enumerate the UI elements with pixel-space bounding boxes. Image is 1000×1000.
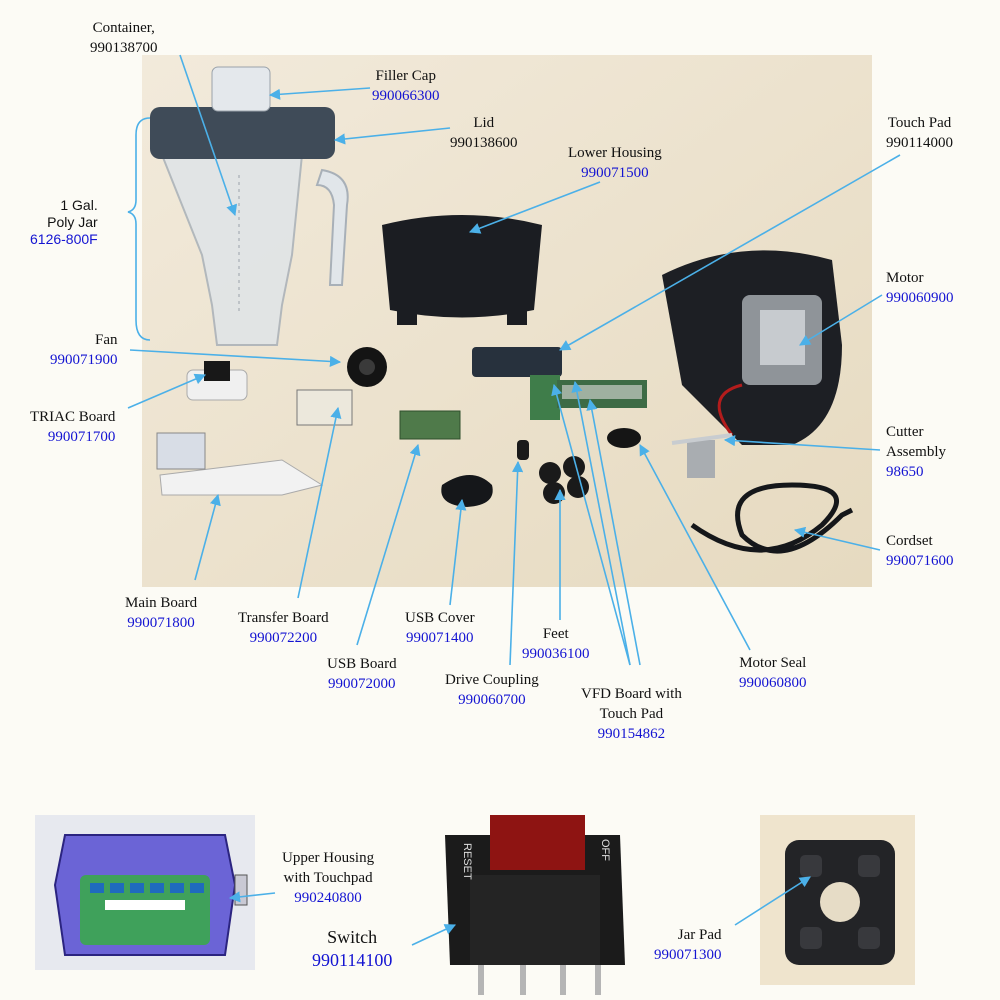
poly-jar-line2: Poly Jar <box>47 214 98 230</box>
fan-name: Fan <box>95 332 118 348</box>
transfer-board-name: Transfer Board <box>238 610 329 626</box>
label-touch-pad: Touch Pad 990114000 <box>886 113 953 153</box>
cutter-assembly-line1: Cutter <box>886 424 924 440</box>
label-switch: Switch 990114100 <box>312 926 392 972</box>
triac-board-pn: 990071700 <box>47 429 116 445</box>
fan-image <box>347 347 387 387</box>
lower-housing-name: Lower Housing <box>568 145 662 161</box>
drive-coupling-pn: 990060700 <box>458 692 526 708</box>
label-fan: Fan 990071900 <box>50 330 118 370</box>
label-main-board: Main Board 990071800 <box>125 593 197 633</box>
switch-photo: RESET OFF <box>420 805 650 1000</box>
cutter-assembly-pn: 98650 <box>886 464 924 480</box>
touch-pad-pn: 990114000 <box>886 135 953 151</box>
feet-name: Feet <box>542 626 569 642</box>
usb-board-pn: 990072000 <box>328 676 396 692</box>
label-drive-coupling: Drive Coupling 990060700 <box>445 670 539 710</box>
switch-pn: 990114100 <box>312 950 393 970</box>
vfd-board-line2: Touch Pad <box>599 706 664 722</box>
label-lid: Lid 990138600 <box>450 113 518 153</box>
vfd-board-pn: 990154862 <box>597 726 666 742</box>
drive-coupling-name: Drive Coupling <box>445 672 539 688</box>
switch-off-text: OFF <box>599 839 611 861</box>
motor-name: Motor <box>886 270 924 286</box>
lid-name: Lid <box>473 115 495 131</box>
jar-pad-name: Jar Pad <box>677 927 722 943</box>
fan-pn: 990071900 <box>50 352 118 368</box>
main-board-pn: 990071800 <box>127 615 195 631</box>
touch-pad-name: Touch Pad <box>887 115 952 131</box>
label-poly-jar: 1 Gal. Poly Jar 6126-800F <box>30 197 98 248</box>
label-motor-seal: Motor Seal 990060800 <box>739 653 807 693</box>
cutter-assembly-line2: Assembly <box>886 444 946 460</box>
label-jar-pad: Jar Pad 990071300 <box>654 925 722 965</box>
cordset-name: Cordset <box>886 533 933 549</box>
label-usb-cover: USB Cover 990071400 <box>405 608 475 648</box>
motor-seal-pn: 990060800 <box>739 675 807 691</box>
label-usb-board: USB Board 990072000 <box>327 654 397 694</box>
label-motor: Motor 990060900 <box>886 268 954 308</box>
upper-housing-line1: Upper Housing <box>282 850 375 866</box>
label-cutter-assembly: Cutter Assembly 98650 <box>886 422 946 482</box>
cordset-pn: 990071600 <box>886 553 954 569</box>
vfd-board-line1: VFD Board with <box>581 686 682 702</box>
poly-jar-pn: 6126-800F <box>30 231 98 247</box>
feet-pn: 990036100 <box>522 646 590 662</box>
filler-cap-pn: 990066300 <box>372 88 440 104</box>
upper-housing-photo <box>35 815 255 970</box>
label-filler-cap: Filler Cap 990066300 <box>372 66 440 106</box>
usb-board-name: USB Board <box>327 656 397 672</box>
jar-pad-photo <box>760 815 915 985</box>
switch-name: Switch <box>327 927 378 947</box>
lid-pn: 990138600 <box>450 135 518 151</box>
transfer-board-pn: 990072200 <box>249 630 318 646</box>
usb-cover-pn: 990071400 <box>406 630 474 646</box>
cordset-image <box>690 482 854 554</box>
filler-cap-name: Filler Cap <box>375 68 436 84</box>
label-upper-housing: Upper Housing with Touchpad 990240800 <box>282 848 374 908</box>
label-feet: Feet 990036100 <box>522 624 590 664</box>
lower-housing-pn: 990071500 <box>581 165 649 181</box>
upper-housing-pn: 990240800 <box>294 890 362 906</box>
upper-housing-line2: with Touchpad <box>283 870 373 886</box>
lower-housing-image <box>382 215 542 325</box>
label-container: Container, 990138700 <box>90 18 158 58</box>
motor-seal-name: Motor Seal <box>739 655 807 671</box>
label-lower-housing: Lower Housing 990071500 <box>568 143 662 183</box>
usb-cover-name: USB Cover <box>405 610 475 626</box>
triac-board-name: TRIAC Board <box>30 409 116 425</box>
label-cordset: Cordset 990071600 <box>886 531 954 571</box>
label-transfer-board: Transfer Board 990072200 <box>238 608 329 648</box>
container-pn: 990138700 <box>90 40 158 56</box>
label-triac-board: TRIAC Board 990071700 <box>30 407 115 447</box>
label-vfd-board: VFD Board with Touch Pad 990154862 <box>581 684 682 744</box>
motor-pn: 990060900 <box>886 290 954 306</box>
switch-reset-text: RESET <box>461 843 473 880</box>
poly-jar-line1: 1 Gal. <box>60 197 98 213</box>
main-board-name: Main Board <box>125 595 198 611</box>
container-name: Container, <box>92 20 155 36</box>
jar-pad-pn: 990071300 <box>654 947 722 963</box>
